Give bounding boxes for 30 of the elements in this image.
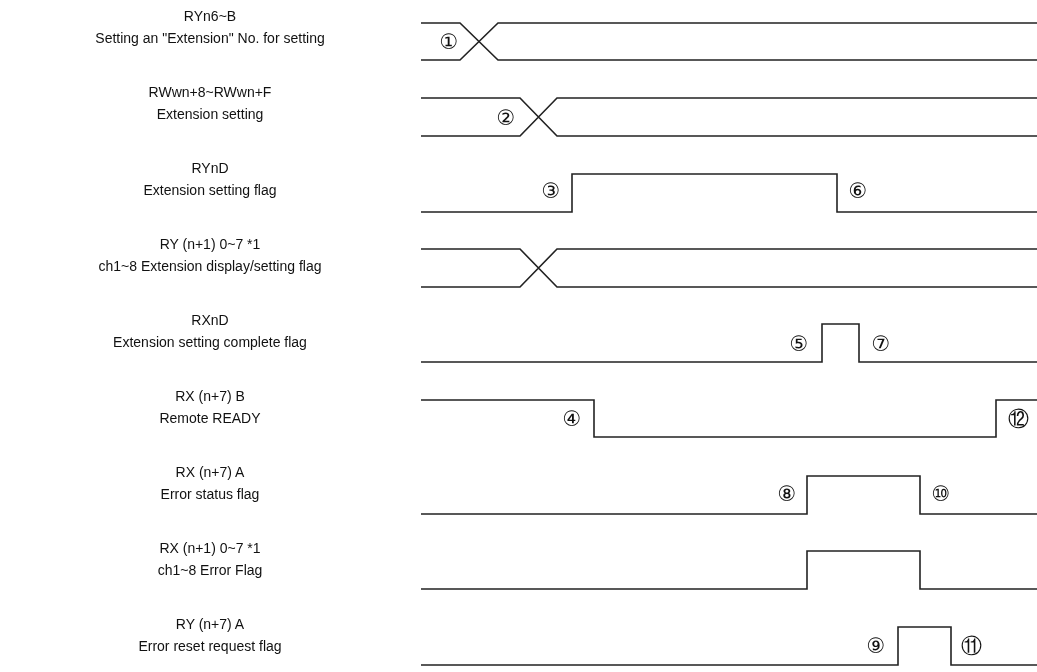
signal-name: RY (n+1) 0~7 *1 xyxy=(158,236,262,252)
signal-description: ch1~8 Error Flag xyxy=(156,562,264,578)
signal-description: Remote READY xyxy=(158,410,262,426)
signal-description: Error status flag xyxy=(159,486,261,502)
signal-description: Setting an "Extension" No. for setting xyxy=(94,30,326,46)
callout-number: ⑧ xyxy=(777,482,797,506)
signal-name: RXnD xyxy=(190,312,230,328)
callout-number: ⑤ xyxy=(789,332,809,356)
signal-description: Error reset request flag xyxy=(137,638,283,654)
signal-name: RYnD xyxy=(190,160,230,176)
callout-number: ③ xyxy=(541,179,561,203)
signal-description: Extension setting complete flag xyxy=(112,334,308,350)
signal-name: RWwn+8~RWwn+F xyxy=(147,84,273,100)
signal-name: RYn6~B xyxy=(182,8,238,24)
signal-name: RY (n+7) A xyxy=(174,616,246,632)
signal-description: Extension setting xyxy=(155,106,265,122)
signal-name: RX (n+7) B xyxy=(174,388,246,404)
signal-description: Extension setting flag xyxy=(142,182,278,198)
callout-number: ④ xyxy=(562,407,582,431)
callout-number: ⑨ xyxy=(866,634,886,658)
signal-name: RX (n+1) 0~7 *1 xyxy=(158,540,262,556)
callout-number: ⑦ xyxy=(871,332,891,356)
signal-description: ch1~8 Extension display/setting flag xyxy=(97,258,323,274)
callout-number: ⑪ xyxy=(960,634,982,658)
callout-number: ⑫ xyxy=(1007,407,1029,431)
callout-number: ① xyxy=(439,30,459,54)
callout-number: ② xyxy=(496,106,516,130)
signal-name: RX (n+7) A xyxy=(174,464,246,480)
callout-number: ⑩ xyxy=(931,482,951,506)
callout-number: ⑥ xyxy=(848,179,868,203)
